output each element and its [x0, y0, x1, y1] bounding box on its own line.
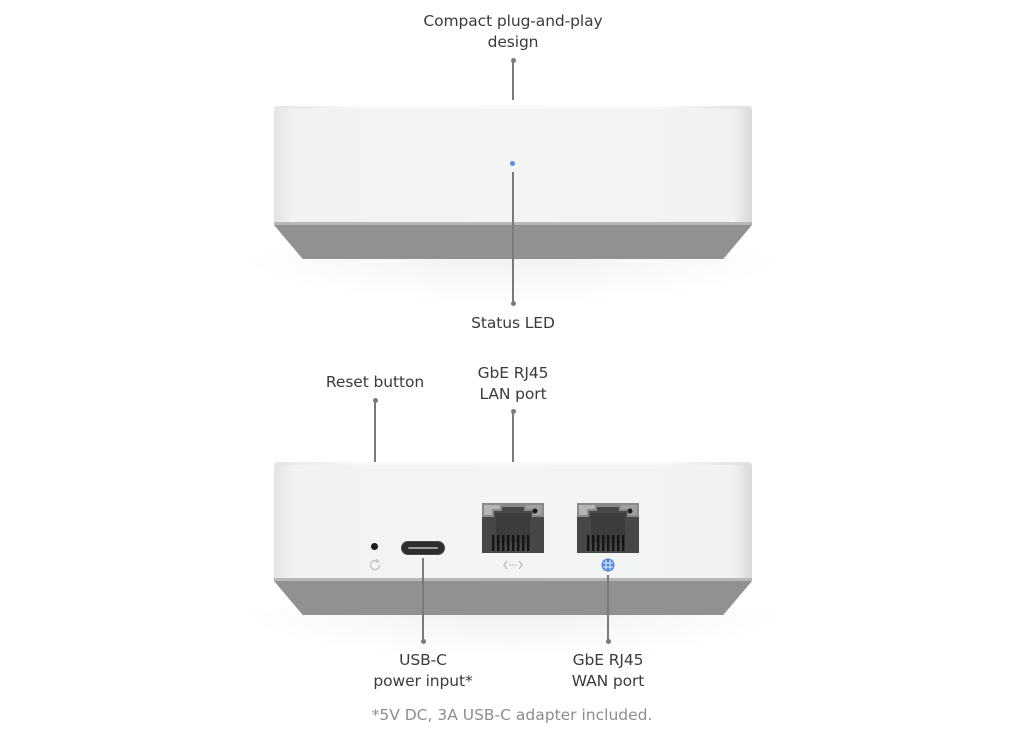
leader-dot: [511, 301, 516, 306]
callout-usb-c-power: USB-C power input*: [373, 651, 473, 690]
usb-c-port[interactable]: [401, 541, 445, 555]
device-base-edge: [274, 578, 752, 581]
callout-reset-button: Reset button: [325, 373, 425, 391]
leader-dot: [511, 409, 516, 414]
reset-button-hole[interactable]: [371, 543, 378, 550]
leader-dot: [421, 639, 426, 644]
reset-rotate-icon: [369, 558, 381, 571]
callout-lan-port: GbE RJ45 LAN port: [477, 364, 549, 403]
wan-rj45-port[interactable]: [577, 503, 639, 553]
leader-line: [512, 172, 514, 302]
leader-line: [607, 575, 609, 640]
leader-dot: [606, 639, 611, 644]
callout-design: Compact plug-and-play design: [423, 12, 603, 51]
leader-dot: [373, 398, 378, 403]
leader-line: [512, 60, 514, 100]
lan-arrows-icon: [503, 560, 523, 570]
lan-rj45-port[interactable]: [482, 503, 544, 553]
leader-line: [422, 558, 424, 640]
callout-wan-port: GbE RJ45 WAN port: [571, 651, 645, 690]
device-rim: [274, 106, 752, 109]
callout-status-led: Status LED: [471, 314, 555, 332]
device-shadow: [234, 610, 792, 660]
globe-icon: [601, 558, 615, 572]
status-led-icon: [510, 161, 515, 166]
device-rim: [274, 462, 752, 465]
leader-line: [512, 411, 514, 493]
footnote: *5V DC, 3A USB-C adapter included.: [371, 706, 653, 724]
leader-dot: [511, 58, 516, 63]
device-base: [274, 581, 752, 615]
